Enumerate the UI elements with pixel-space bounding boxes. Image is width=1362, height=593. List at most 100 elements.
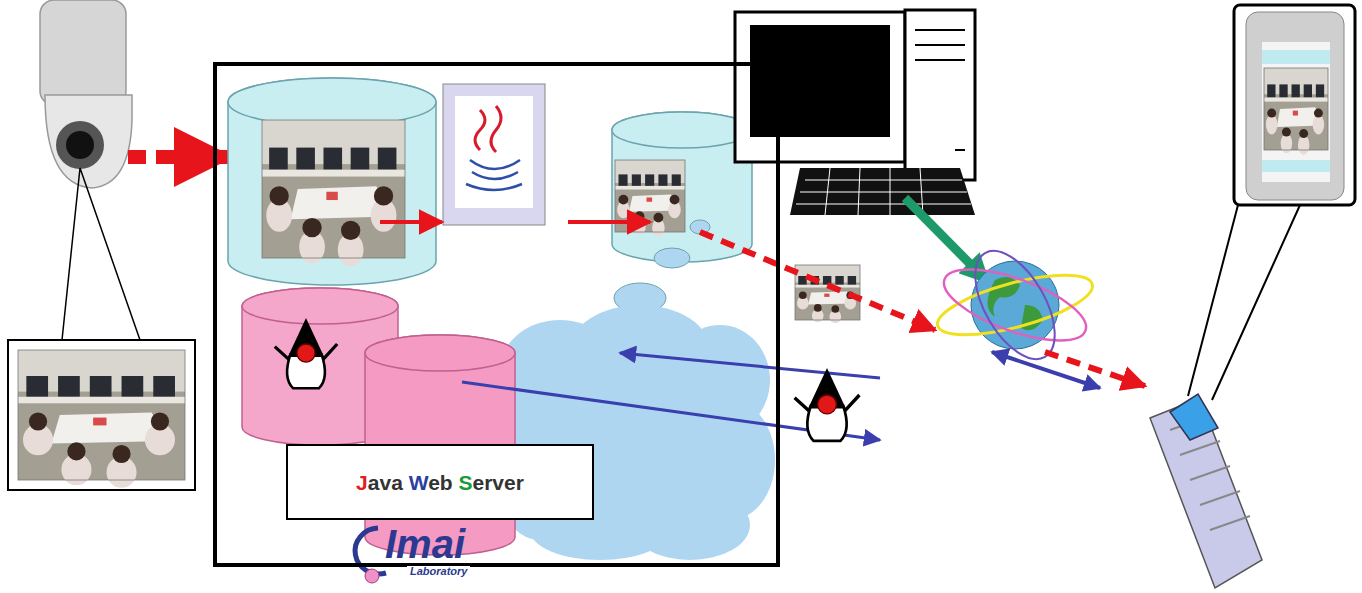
server-label: Java Web Server (356, 472, 524, 493)
logo-text: Laboratory (407, 566, 470, 577)
photo-person-head (270, 186, 289, 205)
monitor-screen (750, 25, 890, 137)
flow-arrow (380, 220, 442, 224)
duke-arms (275, 344, 337, 360)
photo-monitor (672, 174, 681, 186)
monitor (735, 12, 905, 162)
photo-monitor (1279, 84, 1287, 97)
duke-nose (818, 395, 837, 414)
phone-keys (1170, 416, 1250, 530)
camera-lens (66, 131, 94, 159)
photo-edge (1264, 68, 1328, 150)
word-rest: erver (472, 471, 523, 494)
photo-person-head (67, 442, 85, 460)
photo-item (93, 418, 106, 426)
photo-person-body (1313, 115, 1325, 135)
photo-floor (262, 120, 405, 258)
photo-person-head (1314, 109, 1323, 118)
photo-monitor (26, 376, 48, 397)
photo-monitor (58, 376, 80, 397)
label-box: Java Web Server (286, 444, 594, 520)
photo-monitor (323, 148, 342, 170)
java-cup (466, 160, 522, 190)
phone-screen (1170, 394, 1218, 440)
java-steam (475, 106, 501, 152)
exchange-arrow (992, 352, 1100, 388)
phone-bar (1262, 160, 1330, 172)
cylinder-top (242, 288, 398, 324)
globe (971, 261, 1059, 349)
phone-photo (1264, 68, 1328, 155)
camera-lens-ring (56, 121, 104, 169)
phone-frame (1246, 12, 1344, 200)
photo-person-head (302, 218, 321, 237)
cylinder-body (612, 112, 752, 262)
duke-arms (795, 395, 860, 411)
photo-person-head (635, 211, 645, 221)
photo-monitor (645, 174, 654, 186)
initial-letter: S (458, 471, 472, 494)
photo-item (1293, 111, 1298, 116)
photo-item (326, 192, 337, 200)
bubble (654, 248, 690, 268)
tower (905, 10, 975, 180)
photo-person-body (1266, 115, 1278, 135)
cylinder-top (365, 335, 515, 371)
photo-monitor (296, 148, 315, 170)
orbit (959, 238, 1071, 372)
photo-monitor (619, 174, 628, 186)
photo-person-head (341, 221, 360, 240)
photo-person-head (374, 186, 393, 205)
camera-base (40, 0, 126, 105)
photo-monitor (269, 148, 288, 170)
photo-floor (1264, 68, 1328, 150)
photo-person-head (619, 195, 629, 205)
logo-swoosh (355, 528, 386, 574)
photo-person-head (1267, 109, 1276, 118)
photo-monitor (1267, 84, 1275, 97)
photo-item (824, 294, 829, 297)
photo-person-head (151, 412, 169, 430)
cylinder-body (228, 78, 436, 285)
orbit (932, 263, 1098, 347)
phone-display (1262, 42, 1330, 182)
photo-monitor (351, 148, 370, 170)
photo-person-head (29, 412, 47, 430)
keyboard (790, 168, 975, 215)
photo-person-head (831, 305, 839, 313)
java-box-inner (455, 96, 533, 208)
photo-person-body (1298, 135, 1310, 155)
camera-photo (18, 350, 185, 488)
photo-monitor (1316, 84, 1324, 97)
photo-monitor (632, 174, 641, 186)
initial-letter: J (356, 471, 368, 494)
photo-person-head (670, 195, 680, 205)
photo-desk (615, 186, 685, 190)
cylinder-top (228, 78, 436, 126)
resized-photo (615, 160, 685, 236)
photo-edge (262, 120, 405, 258)
photo-monitor (1292, 84, 1300, 97)
photo-person-head (112, 445, 130, 463)
callout-box (1234, 5, 1355, 205)
photo-person-head (1299, 129, 1308, 138)
photo-frame (8, 340, 195, 490)
photo-desk (1264, 98, 1328, 102)
photo-monitor (1304, 84, 1312, 97)
tower-detail (915, 30, 965, 150)
photo-person-head (654, 213, 664, 223)
photo-monitor (658, 174, 667, 186)
duke-mascot (275, 318, 337, 388)
callout-line (1188, 205, 1300, 400)
stored-photo (262, 120, 405, 266)
photo-desk (18, 397, 185, 404)
phone-bar (1262, 50, 1330, 64)
initial-letter: W (409, 471, 428, 494)
keyboard-keys (796, 168, 971, 215)
photo-person-head (799, 291, 807, 299)
photo-monitor (835, 276, 843, 285)
photo-desk (262, 170, 405, 177)
photo-monitor (153, 376, 175, 397)
logo-sphere (365, 569, 379, 583)
